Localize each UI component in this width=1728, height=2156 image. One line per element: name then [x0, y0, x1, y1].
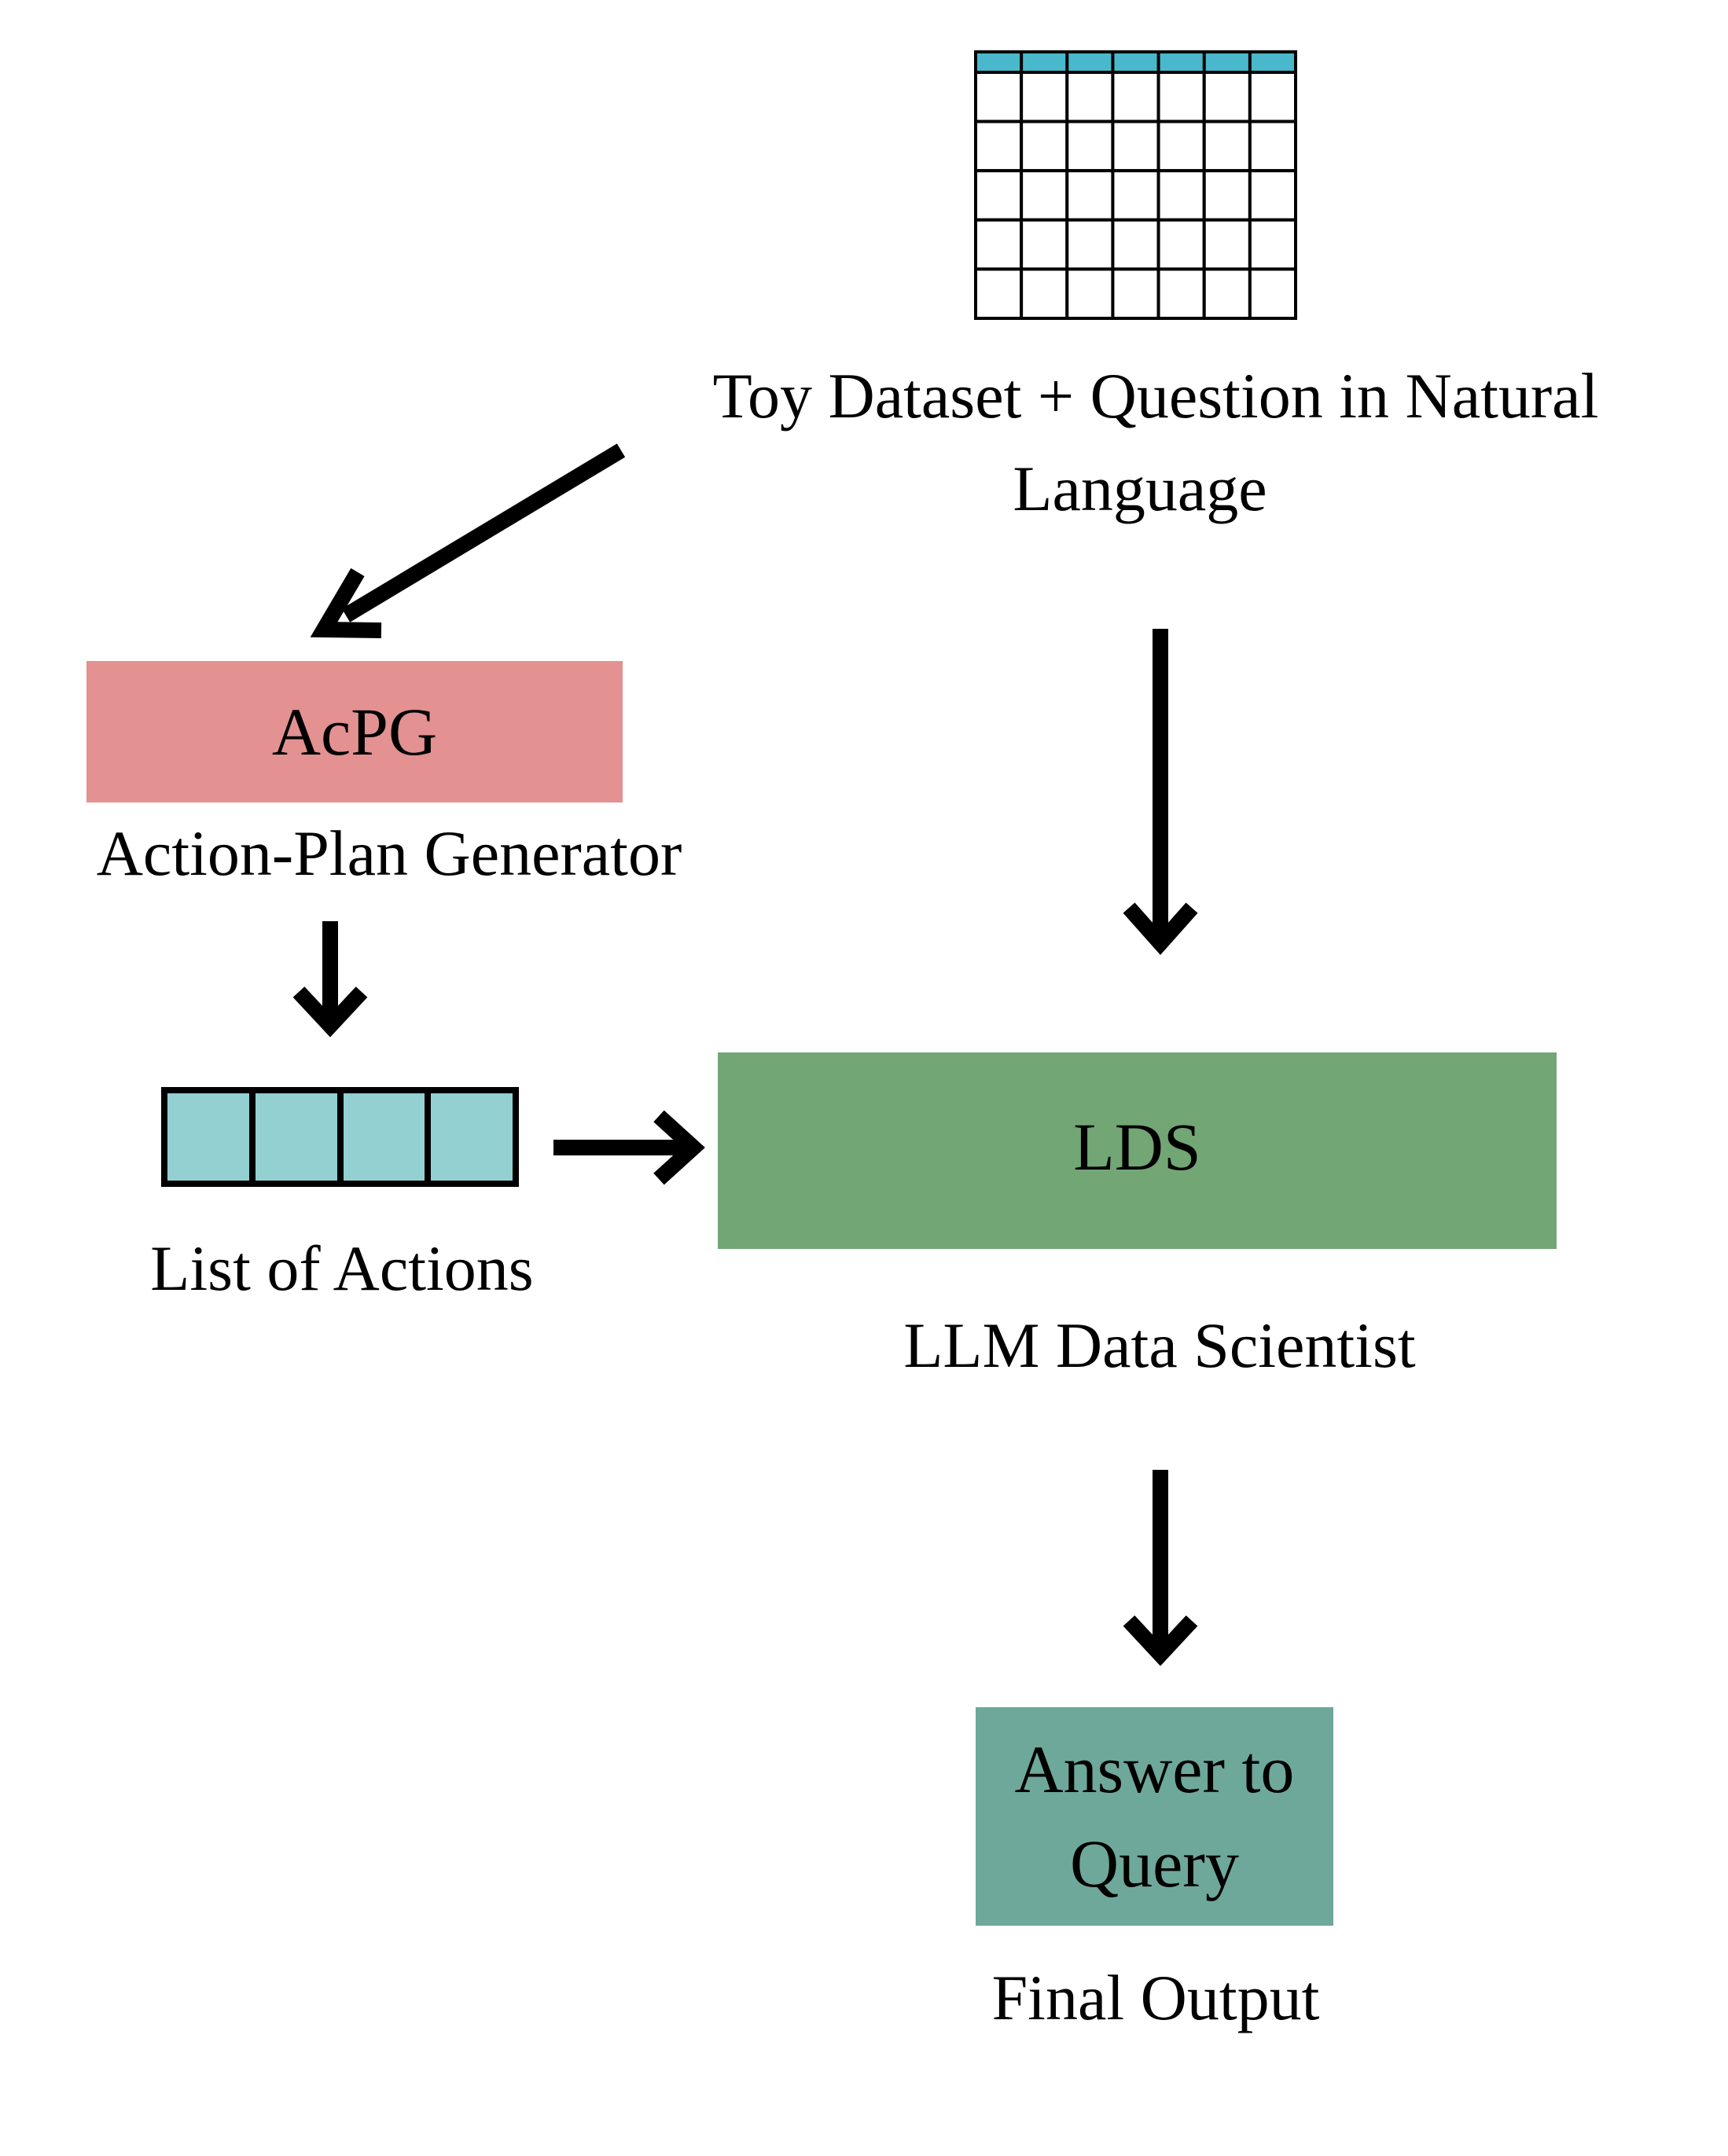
arrow-acpg-to-list-head	[292, 986, 368, 1038]
lds-caption: LLM Data Scientist	[903, 1309, 1416, 1381]
table-cell	[1020, 119, 1069, 173]
action-cell	[431, 1093, 513, 1181]
table-header-row	[974, 50, 1297, 74]
table-cell	[1065, 218, 1115, 271]
action-cell	[344, 1093, 432, 1181]
action-cell	[256, 1093, 344, 1181]
table-cell	[1156, 267, 1206, 320]
table-cell	[974, 218, 1024, 271]
acpg-caption: Action-Plan Generator	[96, 817, 682, 889]
arrow-dataset-to-acpg-head	[310, 567, 382, 638]
table-cell	[1020, 71, 1069, 123]
action-list-caption: List of Actions	[150, 1232, 534, 1304]
table-cell	[1248, 71, 1298, 123]
action-list	[161, 1087, 519, 1187]
acpg-box: AcPG	[86, 661, 623, 803]
table-cell	[1111, 169, 1160, 222]
table-cell	[1202, 119, 1252, 173]
table-cell	[974, 267, 1024, 320]
dataset-caption-line2: Language	[1013, 453, 1267, 524]
table-cell	[974, 119, 1024, 173]
lds-box-label: LDS	[1073, 1109, 1201, 1185]
table-cell	[974, 71, 1024, 123]
table-cell	[1248, 119, 1298, 173]
dataset-caption-line1: Toy Dataset + Question in Natural	[712, 360, 1599, 432]
table-grid	[974, 52, 1298, 320]
table-cell	[1065, 71, 1115, 123]
table-cell	[1202, 267, 1252, 320]
table-cell	[1065, 267, 1115, 320]
table-cell	[1248, 169, 1298, 222]
table-cell	[1111, 119, 1160, 173]
action-cell	[167, 1093, 256, 1181]
table-cell	[1020, 267, 1069, 320]
table-cell	[1111, 267, 1160, 320]
lds-box: LDS	[718, 1052, 1557, 1249]
output-caption: Final Output	[991, 1962, 1320, 2033]
table-cell	[1248, 218, 1298, 271]
table-cell	[1020, 218, 1069, 271]
table-cell	[1156, 71, 1206, 123]
table-cell	[1111, 218, 1160, 271]
arrow-lds-to-output-head	[1123, 1615, 1198, 1666]
output-box-label: Answer to Query	[1014, 1732, 1295, 1901]
output-box: Answer to Query	[976, 1707, 1333, 1926]
arrow-list-to-lds-head	[653, 1110, 705, 1185]
arrow-dataset-to-lds-head	[1123, 902, 1198, 956]
table-cell	[1020, 169, 1069, 222]
table-cell	[1156, 169, 1206, 222]
table-cell	[1202, 71, 1252, 123]
table-cell	[1065, 169, 1115, 222]
table-cell	[1248, 267, 1298, 320]
table-cell	[1111, 71, 1160, 123]
table-cell	[974, 169, 1024, 222]
table-cell	[1202, 169, 1252, 222]
acpg-box-label: AcPG	[271, 694, 438, 769]
table-cell	[1156, 218, 1206, 271]
arrow-dataset-to-acpg	[341, 443, 626, 623]
table-cell	[1065, 119, 1115, 173]
table-cell	[1156, 119, 1206, 173]
table-cell	[1202, 218, 1252, 271]
